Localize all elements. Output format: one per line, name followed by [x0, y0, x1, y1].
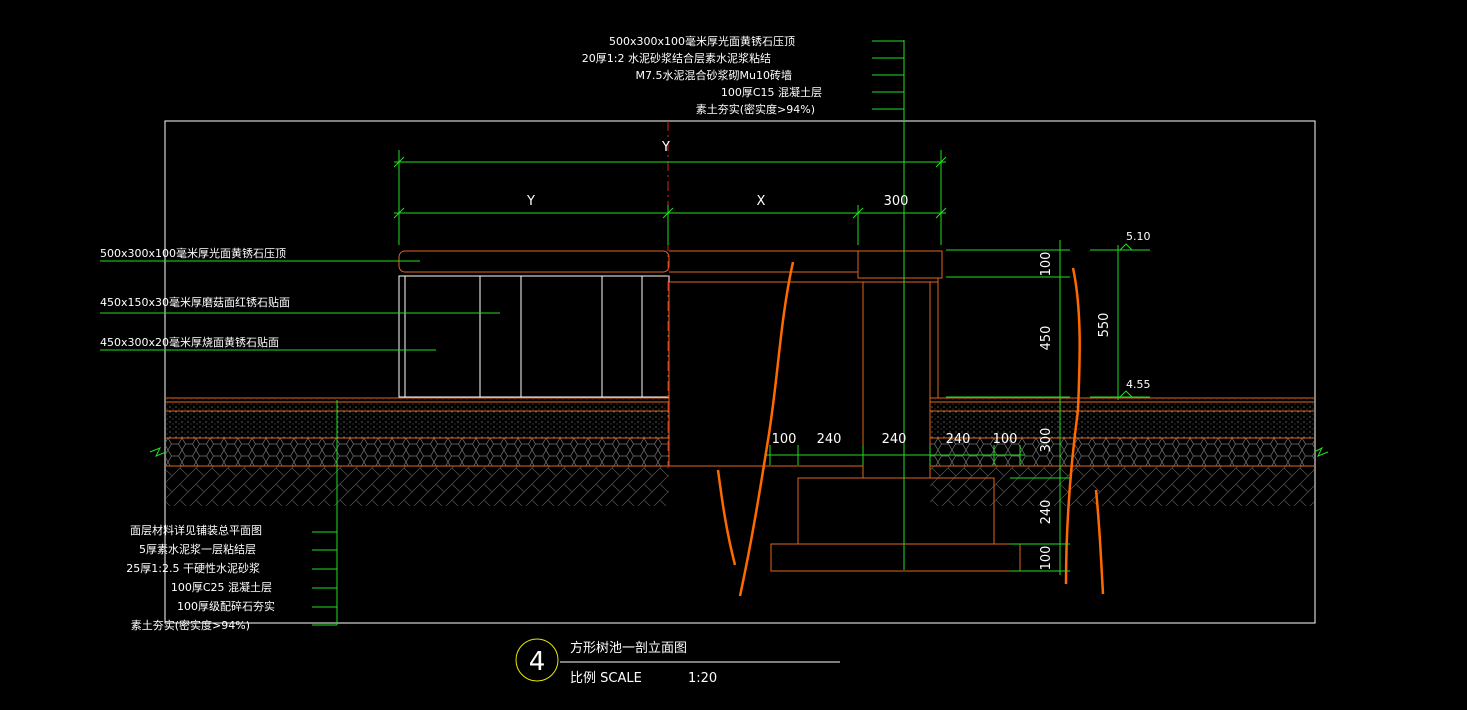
- brick-wall-section: [862, 278, 939, 479]
- dim-total-y: Y: [661, 140, 670, 155]
- title-name: 方形树池一剖立面图: [570, 640, 687, 656]
- bottom-note-4: 100厚C25 混凝土层: [171, 580, 272, 594]
- dim-100b: 100: [993, 432, 1018, 447]
- paving-right: [930, 397, 1314, 506]
- break-mark-left: [149, 447, 167, 457]
- elevation-stone-facing: [398, 275, 670, 398]
- root-line-1: [738, 261, 795, 597]
- left-note-1: 500x300x100毫米厚光面黄锈石压顶: [100, 246, 286, 260]
- break-mark-right: [1313, 446, 1329, 457]
- drawing-frame: [164, 120, 1316, 624]
- left-note-2: 450x150x30毫米厚磨菇面红锈石贴面: [100, 295, 290, 309]
- root-line-4: [1094, 489, 1105, 595]
- bottom-note-3: 25厚1:2.5 干硬性水泥砂浆: [126, 561, 260, 575]
- bottom-note-6: 素土夯实(密实度>94%): [131, 618, 250, 632]
- vertical-dimensions: [946, 240, 1150, 575]
- title-circle: [515, 638, 559, 682]
- dim-h450: 450: [1039, 326, 1054, 351]
- paving-left: [166, 397, 669, 506]
- dim-300: 300: [884, 194, 909, 209]
- root-line-3: [1064, 267, 1081, 585]
- dim-h300: 300: [1039, 428, 1054, 453]
- top-leader: [872, 40, 905, 570]
- top-note-2: 20厚1:2 水泥砂浆结合层素水泥浆粘结: [582, 51, 771, 65]
- horizontal-dimensions: [393, 150, 947, 245]
- dim-100a: 100: [772, 432, 797, 447]
- top-note-1: 500x300x100毫米厚光面黄锈石压顶: [609, 34, 795, 48]
- dim-240a: 240: [817, 432, 842, 447]
- elevation-top: 5.10: [1126, 230, 1151, 243]
- bottom-note-5: 100厚级配碎石夯实: [177, 599, 275, 613]
- dim-h100b: 100: [1039, 546, 1054, 571]
- bottom-note-2: 5厚素水泥浆一层粘结层: [139, 542, 256, 556]
- dim-240b: 240: [882, 432, 907, 447]
- concrete-base: [770, 543, 1021, 572]
- dim-240c: 240: [946, 432, 971, 447]
- left-note-3: 450x300x20毫米厚烧面黄锈石贴面: [100, 335, 279, 349]
- dim-h100: 100: [1039, 252, 1054, 277]
- top-note-3: M7.5水泥混合砂浆砌Mu10砖墙: [636, 68, 792, 82]
- dim-h550: 550: [1097, 313, 1112, 338]
- dim-x: X: [757, 194, 766, 209]
- dim-h240: 240: [1039, 500, 1054, 525]
- coping-section: [857, 250, 943, 279]
- top-note-4: 100厚C15 混凝土层: [721, 85, 822, 99]
- scale-label: 比例 SCALE: [570, 671, 642, 686]
- bottom-note-1: 面层材料详见铺装总平面图: [130, 523, 262, 537]
- coping-elevation: [398, 250, 670, 273]
- footing-dimensions: [765, 445, 1025, 465]
- top-note-5: 素土夯实(密实度>94%): [696, 102, 815, 116]
- title-number: 4: [529, 647, 546, 677]
- dim-y: Y: [526, 194, 535, 209]
- root-line-2: [716, 469, 737, 566]
- bottom-leader: [312, 400, 338, 626]
- elevation-ground: 4.55: [1126, 378, 1151, 391]
- scale-value: 1:20: [688, 671, 717, 686]
